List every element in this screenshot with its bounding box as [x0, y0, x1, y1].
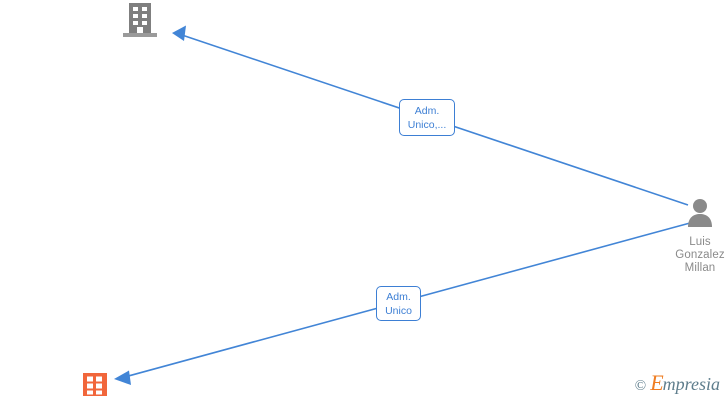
node-person[interactable]: Luis Gonzalez Millan [672, 197, 728, 275]
node-person-label: Luis Gonzalez Millan [675, 236, 725, 274]
edge-label-adm-unico-top[interactable]: Adm. Unico,... [399, 99, 455, 136]
arrowhead-bottom [114, 370, 131, 385]
company-building-icon [118, 2, 162, 43]
arrowhead-top [172, 25, 186, 41]
node-company-bottom[interactable] [82, 371, 108, 400]
person-icon [685, 197, 715, 232]
watermark-brand-initial: E [650, 370, 664, 395]
edge-label-adm-unico-bottom[interactable]: Adm. Unico [376, 286, 421, 321]
watermark-brand-name: mpresia [662, 374, 720, 394]
watermark-empresia: © E mpresia [635, 372, 720, 395]
edge-label-text: Adm. Unico [385, 290, 412, 317]
company-building-icon [82, 371, 108, 400]
node-company-top[interactable] [118, 2, 162, 47]
edge-label-text: Adm. Unico,... [407, 104, 447, 131]
copyright-icon: © [634, 378, 647, 394]
